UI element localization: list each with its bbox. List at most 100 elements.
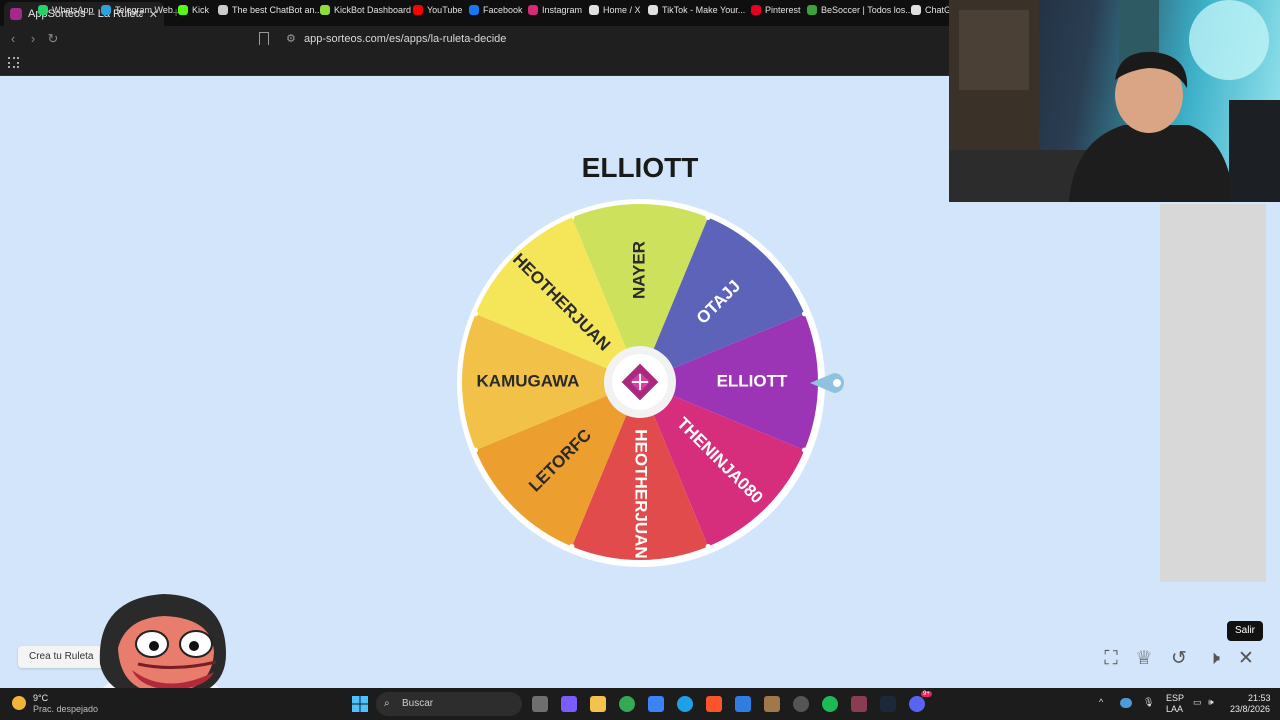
forward-arrow-icon[interactable]: › bbox=[30, 31, 36, 46]
webcam-overlay bbox=[949, 0, 1280, 202]
brave-icon[interactable] bbox=[706, 696, 722, 712]
bookmark-favicon-icon bbox=[469, 5, 479, 15]
wheel-segment bbox=[640, 382, 805, 547]
bookmark-item[interactable]: Facebook bbox=[469, 5, 523, 15]
bookmark-favicon-icon bbox=[38, 5, 48, 15]
address-bar[interactable]: ⚙app-sorteos.com/es/apps/la-ruleta-decid… bbox=[280, 29, 970, 49]
mail-icon[interactable] bbox=[735, 696, 751, 712]
weather-icon bbox=[12, 696, 26, 710]
bookmark-item[interactable]: WhatsApp bbox=[38, 5, 94, 15]
bookmark-favicon-icon bbox=[101, 5, 111, 15]
bookmark-label: Instagram bbox=[542, 5, 583, 15]
spotify-icon[interactable] bbox=[822, 696, 838, 712]
bookmark-favicon-icon bbox=[320, 5, 330, 15]
bookmark-favicon-icon bbox=[178, 5, 188, 15]
exit-tooltip: Salir bbox=[1227, 621, 1263, 641]
game-icon[interactable] bbox=[764, 696, 780, 712]
reload-icon[interactable]: ↻ bbox=[47, 31, 59, 46]
bookmark-label: BeSoccer | Todos los... bbox=[821, 5, 913, 15]
sound-icon[interactable]: 🕨 bbox=[1208, 648, 1220, 669]
volume-icon[interactable]: 🕪 bbox=[1208, 697, 1214, 707]
bookmark-label: Pinterest bbox=[765, 5, 801, 15]
windows-start-icon[interactable] bbox=[352, 696, 368, 712]
file-explorer-icon[interactable] bbox=[590, 696, 606, 712]
bookmark-star-icon[interactable] bbox=[259, 32, 269, 45]
bookmark-item[interactable]: Pinterest bbox=[751, 5, 801, 15]
clock-date[interactable]: 23/8/2026 bbox=[1230, 704, 1271, 714]
create-roulette-button[interactable]: Crea tu Ruleta bbox=[18, 646, 114, 668]
app-icon[interactable] bbox=[851, 696, 867, 712]
weather-desc: Prac. despejado bbox=[33, 704, 99, 714]
bookmark-favicon-icon bbox=[218, 5, 228, 15]
bookmark-item[interactable]: TikTok - Make Your... bbox=[648, 5, 745, 15]
close-icon[interactable]: ✕ bbox=[1238, 648, 1254, 669]
wheel-segment bbox=[475, 382, 640, 547]
bookmark-item[interactable]: KickBot Dashboard bbox=[320, 5, 411, 15]
taskbar-search[interactable]: ⌕ Buscar bbox=[376, 692, 522, 716]
steam-icon[interactable] bbox=[880, 696, 896, 712]
task-view-icon[interactable] bbox=[532, 696, 548, 712]
bookmark-item[interactable]: The best ChatBot an... bbox=[218, 5, 322, 15]
tray-chevron-icon[interactable]: ^ bbox=[1099, 697, 1104, 707]
site-info-icon[interactable]: ⚙ bbox=[286, 33, 296, 45]
prize-wheel[interactable]: NAYEROTAJJELLIOTTTHENINJA080HEOTHERJUANL… bbox=[456, 198, 826, 568]
wheel-peg bbox=[801, 447, 807, 453]
wheel-segment bbox=[462, 313, 640, 451]
back-arrow-icon[interactable]: ‹ bbox=[10, 31, 16, 46]
appsorteos-favicon-icon bbox=[10, 8, 22, 20]
bookmark-item[interactable]: Instagram bbox=[528, 5, 582, 15]
mic-icon[interactable]: 🎙 bbox=[1143, 697, 1155, 707]
wheel-segment-label: KAMUGAWA bbox=[477, 371, 580, 390]
bookmark-label: Kick bbox=[192, 5, 210, 15]
weather-temp: 9°C bbox=[33, 693, 49, 703]
store-icon[interactable] bbox=[648, 696, 664, 712]
bookmark-favicon-icon bbox=[648, 5, 658, 15]
side-panel bbox=[1160, 204, 1266, 582]
obs-icon[interactable] bbox=[793, 696, 809, 712]
bookmark-label: The best ChatBot an... bbox=[232, 5, 323, 15]
wheel-segment bbox=[475, 217, 640, 382]
bookmark-item[interactable]: Telegram Web bbox=[101, 5, 173, 15]
tab-close-icon[interactable]: ✕ bbox=[148, 8, 158, 21]
appsorteos-logo-icon bbox=[621, 363, 659, 401]
bookmark-label: Facebook bbox=[483, 5, 523, 15]
wheel-segment bbox=[640, 217, 805, 382]
bookmark-item[interactable]: BeSoccer | Todos los... bbox=[807, 5, 913, 15]
network-icon[interactable]: ▭ bbox=[1193, 697, 1202, 707]
onedrive-icon[interactable] bbox=[1120, 698, 1132, 708]
new-tab-button[interactable]: + bbox=[172, 4, 181, 20]
streamer-webcam-image bbox=[949, 0, 1280, 202]
lang-line1[interactable]: ESP bbox=[1166, 693, 1185, 703]
clock-time[interactable]: 21:53 bbox=[1248, 693, 1271, 703]
chrome-icon[interactable] bbox=[619, 696, 635, 712]
wheel-peg bbox=[801, 311, 807, 317]
wheel-segment bbox=[571, 382, 709, 560]
wheel-segment bbox=[571, 204, 709, 382]
bookmark-favicon-icon bbox=[911, 5, 921, 15]
bookmark-label: ChatGP bbox=[925, 5, 958, 15]
edge-icon[interactable] bbox=[677, 696, 693, 712]
bookmark-label: KickBot Dashboard bbox=[334, 5, 412, 15]
bookmark-item[interactable]: Home / X bbox=[589, 5, 641, 15]
apps-grid-icon[interactable] bbox=[8, 57, 19, 68]
bookmark-item[interactable]: ChatGP bbox=[911, 5, 957, 15]
lang-line2[interactable]: LAA bbox=[1166, 704, 1184, 714]
wheel-segment-label: NAYER bbox=[629, 241, 648, 299]
windows-taskbar: 9°C Prac. despejado ⌕ Buscar 9+ ^ 🎙 ESP … bbox=[0, 688, 1280, 720]
bookmark-item[interactable]: YouTube bbox=[413, 5, 462, 15]
trophy-icon[interactable]: ♕ bbox=[1135, 648, 1153, 669]
browser-tab[interactable]: AppSorteos – La Ruleta de la Su ✕ bbox=[4, 2, 164, 26]
reset-icon[interactable]: ↺ bbox=[1171, 648, 1187, 669]
bookmark-label: TikTok - Make Your... bbox=[662, 5, 746, 15]
wheel-segment-label: ELLIOTT bbox=[717, 371, 788, 390]
search-placeholder: Buscar bbox=[402, 698, 434, 709]
bookmark-item[interactable]: Kick bbox=[178, 5, 209, 15]
wheel-pointer-icon bbox=[810, 373, 844, 393]
discord-icon[interactable] bbox=[909, 696, 925, 712]
copilot-icon[interactable] bbox=[561, 696, 577, 712]
fullscreen-icon[interactable]: ⛶ bbox=[1104, 648, 1118, 669]
wheel-peg bbox=[569, 543, 575, 549]
bookmark-label: YouTube bbox=[427, 5, 463, 15]
wheel-peg bbox=[705, 543, 711, 549]
bookmark-favicon-icon bbox=[807, 5, 817, 15]
